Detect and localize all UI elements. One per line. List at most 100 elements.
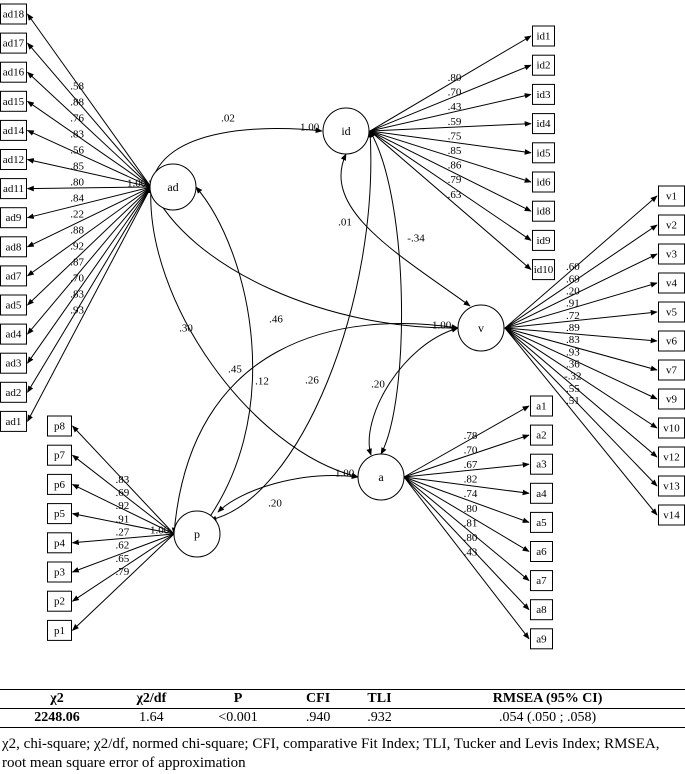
indicator-box-p6 [47, 473, 72, 495]
loading-label-p6: .92 [115, 500, 129, 512]
indicator-label-v9: v9 [666, 394, 678, 406]
loading-arrow-a2 [403, 434, 530, 478]
latent-label-ad: ad [167, 180, 178, 194]
latent-circle-id [322, 107, 370, 155]
loading-label-id1: .80 [448, 72, 462, 84]
indicator-label-a4: a4 [536, 488, 547, 500]
latent-circle-a [357, 453, 405, 501]
indicator-box-p7 [47, 444, 72, 466]
correlation-label-id-v: .01 [338, 217, 352, 229]
latent-variance-a: 1.00 [335, 468, 355, 480]
loading-arrow-ad11 [26, 185, 152, 192]
indicator-label-id3: id3 [536, 89, 551, 101]
indicator-label-p6: p6 [54, 479, 66, 491]
correlation-label-id-a: -.34 [407, 233, 425, 245]
latent-circle-v [457, 304, 505, 352]
loading-label-v7: .83 [566, 334, 580, 346]
indicator-box-id2 [532, 54, 555, 76]
loading-label-a1: .78 [464, 430, 478, 442]
loading-label-p2: .65 [115, 553, 129, 565]
indicator-label-p3: p3 [54, 567, 66, 579]
loading-label-v3: .20 [566, 285, 580, 297]
loading-arrow-id8 [369, 130, 532, 212]
loading-arrow-p7 [71, 454, 175, 535]
indicator-label-ad9: ad9 [6, 212, 22, 224]
loading-arrow-v13 [504, 327, 658, 487]
correlation-label-ad-a: .30 [179, 323, 193, 335]
loading-label-ad15: .83 [70, 128, 84, 140]
correlation-arrow-v-p [171, 323, 459, 535]
loading-arrow-a8 [403, 476, 530, 611]
indicator-label-ad12: ad12 [3, 154, 24, 166]
loading-arrow-p4 [71, 533, 175, 546]
correlation-paths [147, 127, 471, 535]
fit-header-cfi: CFI [306, 691, 331, 706]
loading-arrow-v5 [504, 309, 658, 329]
indicator-label-p1: p1 [54, 625, 65, 637]
indicator-label-id10: id10 [534, 264, 554, 276]
loading-arrow-p3 [71, 533, 175, 573]
loading-label-ad16: .76 [70, 112, 84, 124]
correlation-arrow-id-p [209, 130, 374, 522]
indicator-box-ad16 [0, 61, 27, 83]
loading-label-p4: .27 [115, 526, 129, 538]
indicator-label-id5: id5 [536, 147, 551, 159]
loading-arrow-v3 [504, 253, 658, 329]
loading-label-p7: .69 [115, 487, 129, 499]
indicator-box-p1 [47, 619, 72, 641]
table-footnote: χ2, chi-square; χ2/df, normed chi-square… [2, 736, 660, 771]
indicator-box-ad15 [0, 90, 27, 112]
loading-label-v12: -.32 [564, 371, 581, 383]
indicator-box-a9 [530, 628, 553, 650]
indicator-label-ad4: ad4 [6, 329, 22, 341]
indicator-label-a3: a3 [536, 459, 547, 471]
indicator-box-ad18 [0, 3, 27, 25]
indicator-box-p4 [47, 532, 72, 554]
loading-label-v5: .72 [566, 310, 580, 322]
loading-label-id10: .63 [448, 189, 462, 201]
correlation-label-a-p: .20 [268, 498, 282, 510]
fit-header-rmsea: RMSEA (95% CI) [492, 691, 603, 706]
loading-arrow-v14 [504, 327, 658, 516]
indicator-box-a1 [530, 395, 553, 417]
loading-label-ad4: .87 [70, 256, 84, 268]
latent-circle-p [173, 510, 221, 558]
loading-arrow-a1 [403, 405, 530, 478]
indicator-box-a5 [530, 511, 553, 533]
loading-arrow-v2 [504, 224, 658, 329]
correlation-label-v-a: .20 [371, 379, 385, 391]
loading-label-ad18: .58 [70, 80, 84, 92]
indicator-boxes: ad18ad17ad16ad15ad14ad12ad11ad9ad8ad7ad5… [0, 3, 685, 650]
indicator-label-p5: p5 [54, 508, 66, 520]
loading-label-a7: .81 [464, 517, 478, 529]
latent-label-id: id [341, 124, 350, 138]
loading-arrow-a6 [403, 476, 530, 552]
loading-arrow-ad14 [26, 129, 152, 188]
loading-label-v6: .89 [566, 322, 580, 334]
fit-header-tli: TLI [367, 691, 392, 706]
fit-header-p: P [233, 691, 243, 706]
indicator-label-v7: v7 [666, 365, 678, 377]
correlation-label-id-p: .26 [305, 375, 319, 387]
indicator-box-p8 [47, 415, 72, 437]
loading-paths [26, 13, 658, 640]
indicator-label-ad16: ad16 [3, 67, 25, 79]
indicator-box-ad3 [0, 352, 27, 374]
indicator-box-a7 [530, 570, 553, 592]
loading-label-ad12: .85 [70, 160, 84, 172]
loading-label-ad17: .88 [70, 96, 84, 108]
loading-arrow-v10 [504, 327, 658, 429]
loading-arrow-v1 [504, 195, 658, 329]
loading-arrow-a3 [403, 462, 530, 478]
indicator-label-v10: v10 [663, 423, 680, 435]
correlation-arrow-v-a [366, 327, 459, 456]
indicator-label-p4: p4 [54, 537, 66, 549]
indicator-label-ad11: ad11 [3, 183, 24, 195]
fit-header-row: χ2 χ2/df P CFI TLI RMSEA (95% CI) [0, 689, 685, 709]
loading-arrow-a9 [403, 476, 530, 640]
model-fit-table: χ2 χ2/df P CFI TLI RMSEA (95% CI) 2248.0… [0, 689, 685, 728]
correlation-arrow-ad-p [195, 186, 254, 535]
loading-arrow-a7 [403, 476, 530, 582]
indicator-label-ad15: ad15 [3, 96, 25, 108]
